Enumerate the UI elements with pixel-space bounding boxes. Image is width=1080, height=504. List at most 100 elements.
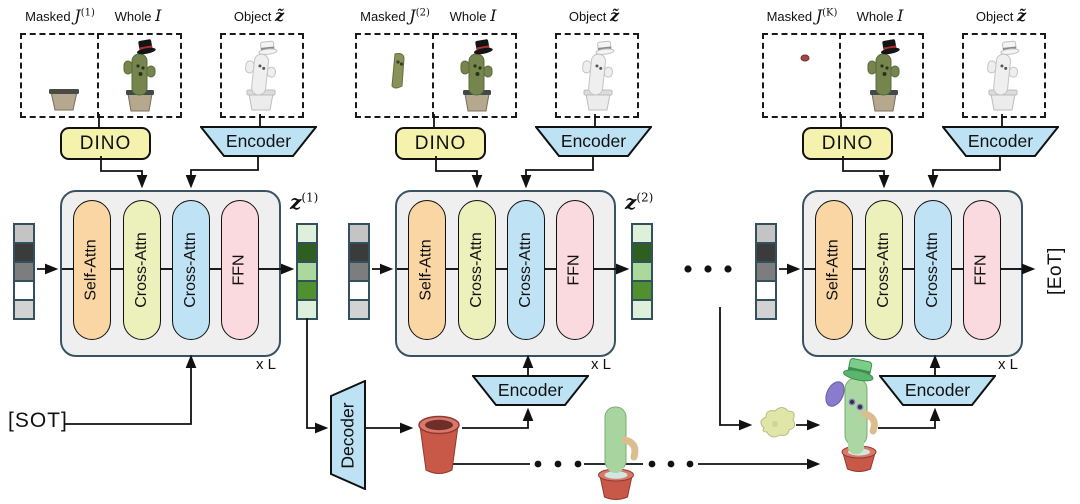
input-token-column (755, 223, 777, 320)
token-cell (755, 261, 777, 282)
encoder-shape (535, 126, 652, 157)
token-cell (631, 242, 653, 263)
token-cell (755, 280, 777, 301)
z-output-label: z(2) (625, 190, 654, 214)
transformer-block: Self-Attn Cross-Attn Cross-Attn FFN (802, 190, 1023, 357)
bottom-encoder-trapezoid: Encoder (879, 375, 996, 406)
token-cell (13, 280, 35, 301)
decoder-trapezoid: Decoder (330, 380, 366, 490)
token-cell (348, 299, 370, 320)
encoder-label: Encoder (497, 380, 564, 400)
encoder-label: Encoder (967, 131, 1034, 151)
self-attn-block: Self-Attn (73, 200, 111, 340)
object-label: Object z̃ (568, 6, 620, 25)
layer-repeat-label: x L (997, 356, 1018, 373)
token-cell (755, 299, 777, 320)
cross-attn-image-block: Cross-Attn (123, 200, 161, 340)
part-blob-image (760, 407, 795, 438)
whole-image-label: Whole I (856, 6, 904, 25)
cross-attn-object-block: Cross-Attn (172, 200, 210, 340)
ffn-block: FFN (221, 200, 259, 340)
output-token-column (296, 223, 318, 320)
whole-image (123, 39, 156, 112)
encoder-label: Encoder (225, 131, 292, 151)
encoder-shape (879, 375, 996, 406)
eot-token-label: [EoT] (1045, 247, 1066, 295)
residual-line (62, 268, 279, 270)
generated-pot-image (418, 415, 460, 474)
whole-image (867, 39, 900, 112)
encoder-trapezoid: Encoder (200, 126, 317, 157)
cross-attn-image-block: Cross-Attn (865, 200, 903, 340)
token-cell (296, 223, 318, 244)
iteration-1: Masked J(1) Whole I Object z̃ (0, 0, 345, 504)
encoder-shape (472, 375, 589, 406)
token-cell (13, 261, 35, 282)
whole-image-label: Whole I (449, 6, 497, 25)
residual-line (804, 268, 1021, 270)
transformer-block: Self-Attn Cross-Attn Cross-Attn FFN (60, 190, 281, 357)
cross-attn-object-block: Cross-Attn (914, 200, 952, 340)
token-cell (348, 280, 370, 301)
dino-box: DINO (802, 127, 893, 160)
token-cell (296, 261, 318, 282)
decoder-label: Decoder (337, 401, 358, 469)
token-cell (755, 242, 777, 263)
iteration-2: Masked J(2) Whole I Object z̃ (335, 0, 680, 504)
whole-image (460, 39, 493, 112)
masked-region-image (800, 54, 810, 62)
object-label: Object z̃ (233, 6, 285, 25)
token-cell (296, 280, 318, 301)
cross-attn-image-block: Cross-Attn (458, 200, 496, 340)
token-cell (348, 223, 370, 244)
token-cell (631, 299, 653, 320)
masked-image-label: Masked J(K) (766, 6, 838, 25)
token-cell (631, 223, 653, 244)
residual-line (397, 268, 614, 270)
token-cell (296, 242, 318, 263)
object-label: Object z̃ (975, 6, 1027, 25)
masked-region-image (391, 53, 405, 89)
object-image (245, 40, 278, 111)
self-attn-block: Self-Attn (408, 200, 446, 340)
z-output-label: z(1) (290, 190, 319, 214)
token-cell (631, 261, 653, 282)
encoder-trapezoid: Encoder (942, 126, 1059, 157)
iteration-K: Masked J(K) Whole I Object z̃ (742, 0, 1080, 504)
input-token-column (348, 223, 370, 320)
dino-box: DINO (60, 127, 151, 160)
self-attn-block: Self-Attn (815, 200, 853, 340)
whole-image-label: Whole I (114, 6, 162, 25)
input-token-column (13, 223, 35, 320)
assembled-cactus-image (825, 358, 878, 472)
decoder-shape (330, 380, 366, 490)
image-pair-divider (432, 33, 434, 118)
masked-region-image (49, 89, 79, 111)
bottom-encoder-trapezoid: Encoder (472, 375, 589, 406)
encoder-label: Encoder (904, 380, 971, 400)
token-cell (13, 242, 35, 263)
token-cell (296, 299, 318, 320)
token-cell (348, 261, 370, 282)
output-token-column (631, 223, 653, 320)
token-cell (348, 242, 370, 263)
masked-image-label: Masked J(2) (360, 6, 430, 25)
image-pair-divider (839, 33, 841, 118)
token-cell (631, 280, 653, 301)
layer-repeat-label: x L (590, 356, 611, 373)
encoder-trapezoid: Encoder (535, 126, 652, 157)
masked-whole-image-pair (20, 33, 182, 118)
transformer-block: Self-Attn Cross-Attn Cross-Attn FFN (395, 190, 616, 357)
object-image (987, 40, 1020, 111)
ffn-block: FFN (963, 200, 1001, 340)
token-cell (13, 223, 35, 244)
encoder-shape (200, 126, 317, 157)
masked-image-label: Masked J(1) (25, 6, 95, 25)
sot-token-label: [SOT] (8, 409, 68, 432)
encoder-label: Encoder (560, 131, 627, 151)
ffn-block: FFN (556, 200, 594, 340)
object-image (582, 40, 615, 111)
dino-box: DINO (395, 127, 486, 160)
layer-repeat-label: x L (255, 356, 276, 373)
